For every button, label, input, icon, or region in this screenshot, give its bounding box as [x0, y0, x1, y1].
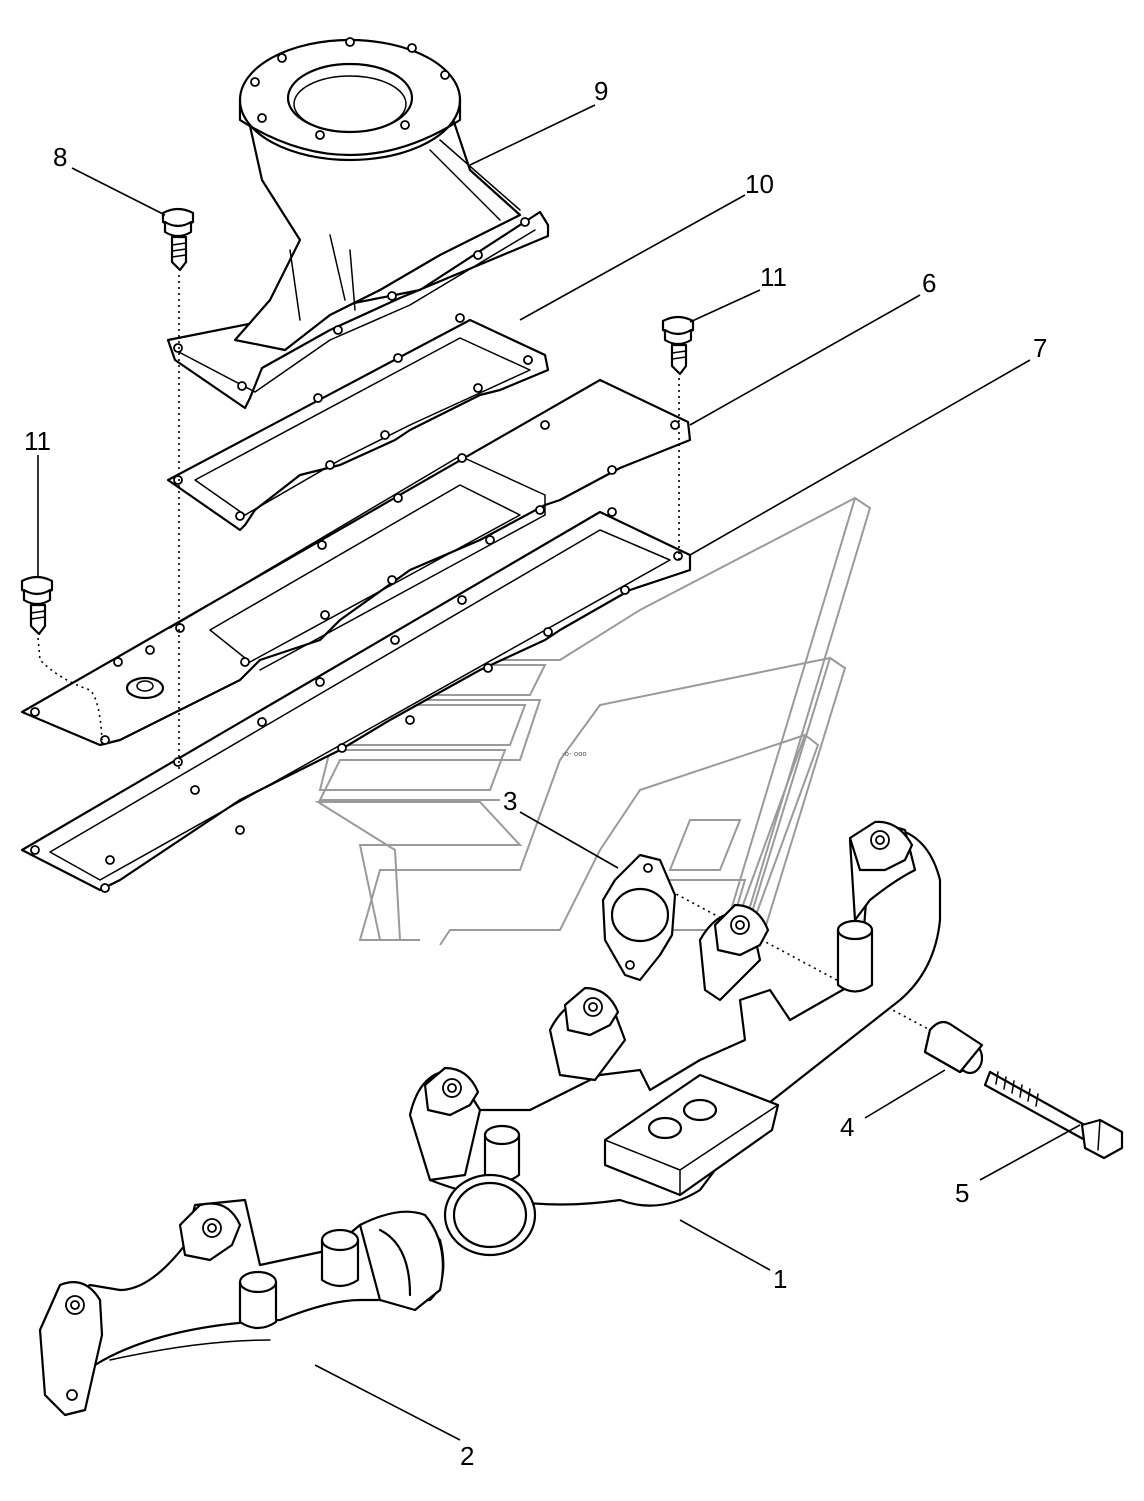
part-8-bolt — [161, 207, 195, 272]
part-2-front-manifold — [38, 1198, 445, 1417]
callout-3: 3 — [503, 786, 517, 816]
callout-10: 10 — [745, 169, 774, 199]
part-1-exhaust-manifold — [408, 820, 942, 1257]
callout-9: 9 — [594, 76, 608, 106]
base-bolt-holes — [173, 217, 530, 391]
part-11-bolt-right — [661, 315, 695, 376]
watermark-logo — [314, 496, 872, 947]
part-11-bolt-left — [20, 575, 54, 636]
leader-lines — [37, 104, 1081, 1441]
callout-7: 7 — [1033, 333, 1047, 363]
callout-6: 6 — [922, 268, 936, 298]
part-3-gasket — [601, 853, 677, 982]
callout-11-left: 11 — [24, 426, 51, 456]
callout-4: 4 — [840, 1112, 854, 1142]
callout-11-right: 11 — [760, 262, 787, 292]
callout-labels: 9 8 10 11 6 7 11 3 4 5 1 2 -o- ooo — [24, 76, 1047, 1471]
part-7-gasket — [20, 507, 692, 893]
part-10-gasket — [166, 313, 550, 532]
callout-8: 8 — [53, 142, 67, 172]
callout-1: 1 — [773, 1264, 787, 1294]
callout-5: 5 — [955, 1178, 969, 1208]
callout-2: 2 — [460, 1441, 474, 1471]
flange-bolt-holes — [250, 37, 450, 140]
stray-mark-text: -o- ooo — [562, 750, 587, 758]
part-6-cover-plate — [20, 378, 692, 747]
part-5-long-bolt — [983, 1070, 1124, 1160]
part-9-exhaust-elbow — [166, 37, 550, 410]
part-4-spacer — [923, 1020, 984, 1075]
